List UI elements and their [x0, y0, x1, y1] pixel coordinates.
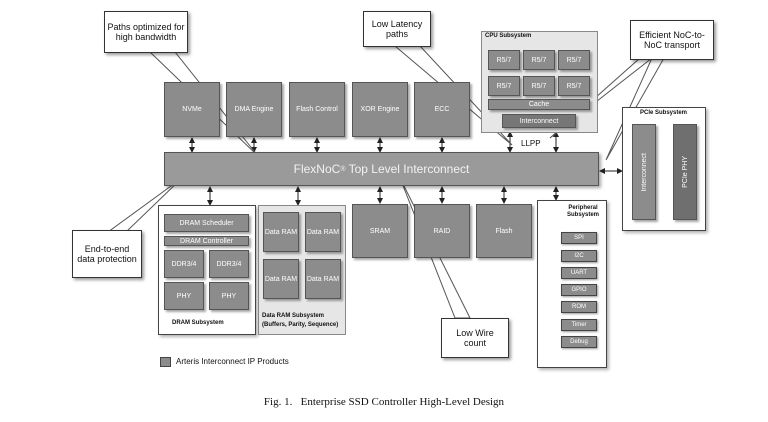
ddr-block: DDR3/4: [209, 250, 249, 278]
pcie-phy: PCIe PHY: [673, 124, 697, 220]
gpio-block: GPIO: [561, 284, 597, 296]
phy-block: PHY: [209, 282, 249, 310]
data-ram-cell: Data RAM: [305, 212, 341, 252]
phy-block: PHY: [164, 282, 204, 310]
cpu-core: R5/7: [523, 76, 555, 96]
peripheral-subsystem-title: Peripheral Subsystem: [566, 205, 599, 219]
data-ram-cell: Data RAM: [263, 212, 299, 252]
pcie-subsystem-title: PCIe Subsystem: [640, 110, 688, 116]
flexnoc-interconnect: FlexNoC® Top Level Interconnect: [164, 152, 599, 186]
figure-caption: Fig. 1. Enterprise SSD Controller High-L…: [263, 396, 505, 408]
data-ram-subsystem-subtitle: (Buffers, Parity, Sequence): [262, 322, 339, 328]
cpu-interconnect: Interconnect: [502, 114, 576, 128]
callout-low-latency: Low Latency paths: [363, 11, 431, 47]
cpu-core: R5/7: [488, 76, 520, 96]
flexnoc-registered-mark: ®: [340, 165, 346, 173]
llpp-label: LLPP: [521, 139, 541, 148]
nvme-block: NVMe: [164, 82, 220, 137]
cpu-subsystem-title: CPU Subsystem: [485, 33, 532, 39]
debug-block: Debug: [561, 336, 597, 348]
dma-engine-block: DMA Engine: [226, 82, 282, 137]
cpu-core: R5/7: [523, 50, 555, 70]
flash-control-block: Flash Control: [289, 82, 345, 137]
ecc-block: ECC: [414, 82, 470, 137]
uart-block: UART: [561, 267, 597, 279]
data-ram-subsystem-title: Data RAM Subsystem: [262, 313, 325, 319]
dram-controller: DRAM Controller: [164, 236, 249, 246]
flash-block: Flash: [476, 204, 532, 258]
xor-engine-block: XOR Engine: [352, 82, 408, 137]
dram-scheduler: DRAM Scheduler: [164, 214, 249, 232]
callout-low-wire: Low Wire count: [441, 318, 509, 358]
rom-block: ROM: [561, 301, 597, 313]
cpu-cache: Cache: [488, 99, 590, 110]
spi-block: SPI: [561, 232, 597, 244]
bus-arrows: [189, 131, 673, 206]
callout-paths: Paths optimized for high bandwidth: [104, 11, 188, 53]
cpu-core: R5/7: [558, 50, 590, 70]
callout-end-to-end: End-to-end data protection: [72, 230, 142, 278]
raid-block: RAID: [414, 204, 470, 258]
legend-swatch: [160, 357, 171, 367]
dram-subsystem-title: DRAM Subsystem: [172, 320, 224, 326]
cpu-core: R5/7: [558, 76, 590, 96]
sram-block: SRAM: [352, 204, 408, 258]
pcie-interconnect: Interconnect: [632, 124, 656, 220]
legend-label: Arteris Interconnect IP Products: [176, 357, 289, 366]
timer-block: Timer: [561, 319, 597, 331]
ddr-block: DDR3/4: [164, 250, 204, 278]
cpu-core: R5/7: [488, 50, 520, 70]
data-ram-cell: Data RAM: [305, 259, 341, 299]
flexnoc-suffix: Top Level Interconnect: [345, 162, 470, 176]
flexnoc-name: FlexNoC: [293, 162, 341, 176]
i2c-block: I2C: [561, 250, 597, 262]
callout-noc-transport: Efficient NoC-to-NoC transport: [630, 20, 714, 60]
data-ram-cell: Data RAM: [263, 259, 299, 299]
